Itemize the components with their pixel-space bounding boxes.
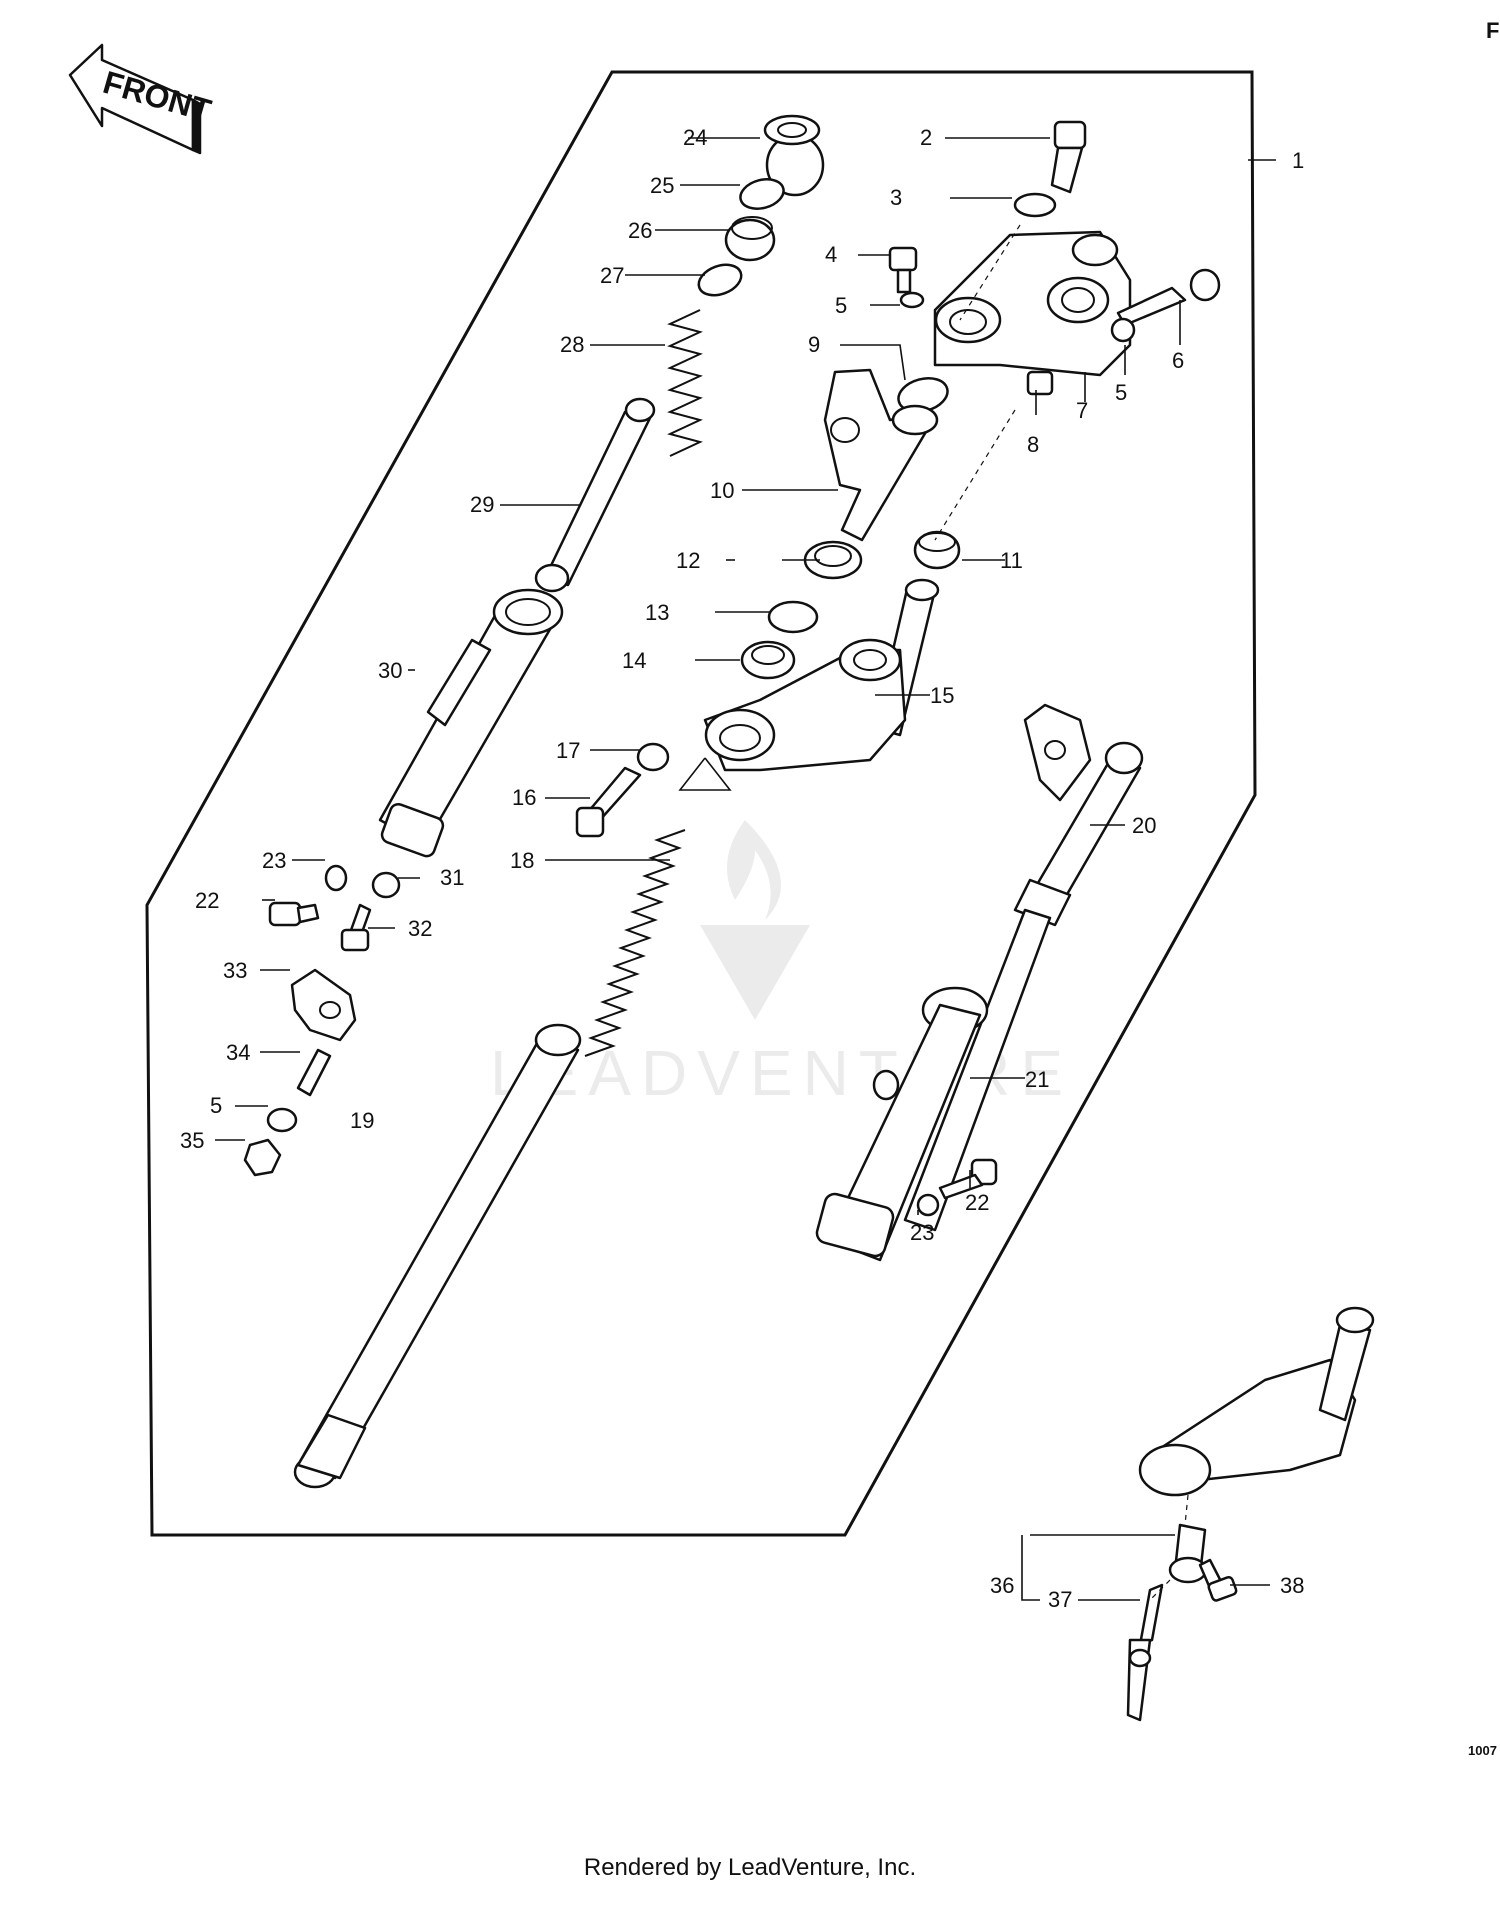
callout-23: 23 [262,848,286,873]
callout-11: 11 [1000,548,1023,573]
clamp-bolt [1116,268,1221,327]
lock-cylinder [1168,1523,1208,1584]
washer [324,864,348,892]
callout-18: 18 [510,848,534,873]
callout-15: 15 [930,683,954,708]
callout-6: 6 [1172,348,1184,373]
left-outer-leg [378,588,564,858]
callout-9: 9 [808,332,820,357]
callout-22: 22 [195,888,219,913]
axle-nut [243,1138,282,1177]
callout-17: 17 [556,738,580,763]
stud [296,1048,332,1097]
washer [266,1107,298,1133]
upper-bracket [933,230,1132,377]
right-outer-leg [815,908,1052,1262]
top-bolt [1050,120,1087,194]
callout-19: 19 [350,1108,374,1133]
key-icon [1126,1583,1164,1722]
center-line [934,409,1016,541]
callout-5: 5 [835,293,847,318]
washer [899,291,925,309]
pinch-bolt [575,766,642,838]
callout-28: 28 [560,332,584,357]
fork-spring [584,829,686,1057]
stem-bearing [913,530,961,570]
steering-lock-housing [1138,1306,1375,1497]
lower-bearing [740,640,796,680]
inner-fork-tube [293,1023,582,1489]
callout-32: 32 [408,916,432,941]
callout-14: 14 [622,648,646,673]
callout-21: 21 [1025,1067,1049,1092]
footer-credit: Rendered by LeadVenture, Inc. [583,1854,917,1881]
callout-36: 36 [990,1573,1014,1598]
callout-30: 30 [378,658,402,683]
callout-27: 27 [600,263,624,288]
callout-35: 35 [180,1128,204,1153]
callout-20: 20 [1132,813,1156,838]
callout-3: 3 [890,185,902,210]
assembly-boundary [145,70,1257,1537]
callout-25: 25 [650,173,674,198]
upper-spring [667,309,703,457]
page-corner-letter: F [1486,18,1500,43]
callout-26: 26 [628,218,652,243]
washer [371,871,401,899]
callout-1: 1 [1292,148,1304,173]
leader-lines [215,137,1276,1601]
lock-screw [1198,1558,1238,1602]
callout-37: 37 [1048,1587,1072,1612]
stem-cap [763,114,825,197]
callout-34: 34 [226,1040,250,1065]
callout-8: 8 [1027,432,1039,457]
callout-31: 31 [440,865,464,890]
axle-bolt [268,901,320,927]
washer [916,1193,940,1217]
callout-5c: 5 [210,1093,222,1118]
diagram-number: 1007 [1468,1743,1497,1758]
washer [1013,192,1057,218]
washer [1110,317,1136,343]
callout-33: 33 [223,958,247,983]
right-fork-cover [1013,703,1144,927]
bearing-race [803,540,863,580]
callout-5b: 5 [1115,380,1127,405]
callout-38: 38 [1280,1573,1304,1598]
callout-29: 29 [470,492,494,517]
center-line [1149,1579,1171,1601]
steering-stem-bracket [703,578,940,772]
callout-16: 16 [512,785,536,810]
front-arrow-icon: FRONT [68,43,216,155]
center-line [959,224,1021,321]
callout-12: 12 [676,548,700,573]
drain-screw [340,903,372,952]
callout-24: 24 [683,125,707,150]
callout-23b: 23 [910,1220,934,1245]
washer [636,742,670,772]
callout-2: 2 [920,125,932,150]
axle-clamp [290,968,357,1042]
bushing [724,216,776,262]
dust-seal [767,600,819,634]
bolt-small [888,246,918,294]
center-line [1184,1494,1189,1526]
callout-labels: 1 2 3 4 5 6 7 5 8 9 10 11 12 13 14 15 17… [180,125,1304,1612]
callout-10: 10 [710,478,734,503]
callout-7: 7 [1076,398,1088,423]
retainer-ring [697,263,743,297]
upper-inner-tube [534,397,656,593]
callout-22b: 22 [965,1190,989,1215]
callout-4: 4 [825,242,837,267]
headlight-bracket [823,368,939,542]
nut [1026,370,1054,396]
axle-bolt [938,1158,998,1200]
callout-13: 13 [645,600,669,625]
o-ring [739,178,785,210]
